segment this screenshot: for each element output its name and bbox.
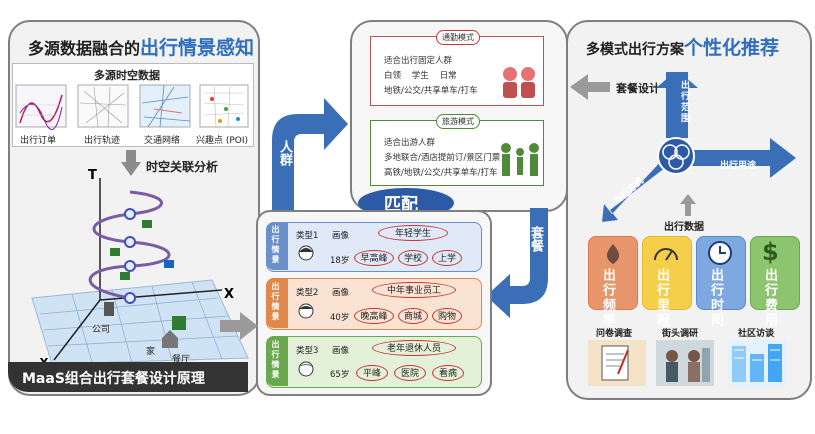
profile-row-3-portrait: 画像 [332,346,350,356]
profile-row-1-portrait: 画像 [332,231,350,241]
source-thumbnails [15,84,249,130]
orders-thumbnail [15,84,67,130]
profile-row-3-group: 老年退休人员 [372,340,456,356]
tile-cost-text: 出行费用 [762,268,777,328]
profile-row-1-age: 18岁 [330,256,350,266]
right-panel-title: 多模式出行方案个性化推荐 [586,33,779,60]
profile-row-3-type: 类型3 [296,346,319,356]
axis-t-label: T [88,168,97,183]
gauge-icon [654,248,678,261]
left-title-highlight: 出行情景感知 [140,37,255,59]
profile-row-1-side-label: 出行情景 [271,225,280,265]
place-company: 公司 [92,325,111,335]
data-up-arrow-icon [680,194,696,216]
caption-bar [8,362,248,392]
analysis-label: 时空关联分析 [146,160,219,174]
left-panel-title: 多源数据融合的出行情景感知 [28,33,254,60]
spacetime-graphic [31,178,249,365]
crowd-arrow-label: 人群 [277,140,292,166]
tile-cost [750,236,800,310]
right-title-highlight: 个性化推荐 [684,37,780,59]
package-arrow-label: 套餐 [528,226,543,252]
method-survey-label: 问卷调查 [596,329,633,339]
commute-header: 通勤模式 [436,30,480,45]
caption-text: MaaS组合出行套餐设计原理 [22,371,205,387]
travel-line-3: 高铁/地铁/公交/共享单车/打车 [384,168,498,178]
dollar-icon: $ [762,238,779,266]
place-home: 家 [146,347,156,357]
tile-mileage-text: 出行里程 [654,268,669,328]
data-label: 出行数据 [664,222,704,233]
travel-line-2: 多地联合/酒店提前订/景区门票 [384,153,501,163]
profile-row-1-side [266,222,288,270]
profile-row-2-tag-1: 晚高峰 [354,308,394,324]
tourists-icon [501,143,539,176]
profile-row-1-tag-2: 学校 [398,250,428,266]
source-label-network: 交通网络 [144,136,181,146]
arm-label-purpose: 出行用途 [720,161,757,171]
sources-title: 多源时空数据 [94,69,160,82]
fire-icon [606,244,620,264]
commute-line-2: 白领 学生 日常 [384,71,457,81]
to-profiles-arrow-icon [220,312,258,340]
travel-header: 旅游模式 [436,114,480,129]
trajectory-thumbnail [77,84,129,128]
profile-row-2-group: 中年事业员工 [372,282,456,298]
profile-row-1-tag-3: 上学 [432,250,462,266]
avatar-middle-icon [298,303,314,319]
profile-row-3-side [266,336,288,386]
profile-row-3-tag-3: 看病 [432,365,464,381]
right-title-prefix: 多模式出行方案 [586,42,684,58]
survey-photo [588,340,646,386]
tile-time-text: 出行时间 [708,268,723,328]
arm-label-range: 出行范围 [679,80,689,124]
avatar-young-icon [298,245,314,261]
tile-frequency-text: 出行频率 [600,268,615,328]
package-arrow-icon [486,208,548,318]
network-thumbnail [139,84,191,128]
method-street-label: 街头调研 [662,329,699,339]
profile-row-3-tag-1: 平峰 [356,365,388,381]
avatar-elder-icon [298,361,314,377]
crowd-arrow-icon [272,98,348,210]
source-label-trajectory: 出行轨迹 [84,136,121,146]
profile-row-2-tag-2: 商城 [398,308,428,324]
tile-mileage [642,236,692,310]
profile-row-3-side-label: 出行情景 [271,340,280,380]
method-community-label: 社区访谈 [738,329,775,339]
down-arrow-icon [121,150,141,176]
profile-row-2-tag-3: 购物 [432,308,462,324]
community-photo [728,340,786,386]
poi-thumbnail [199,84,249,128]
profile-row-2-side [266,278,288,328]
family-icon [503,67,535,98]
travel-line-1: 适合出游人群 [384,138,436,148]
profile-row-2-type: 类型2 [296,288,319,298]
axis-x-label: X [224,287,235,302]
profile-row-2-portrait: 画像 [332,288,350,298]
source-label-poi: 兴趣点 (POI) [196,136,249,146]
profile-row-3-tag-2: 医院 [394,365,426,381]
tri-arrow-hub [602,72,796,222]
place-restaurant: 餐厅 [172,355,191,365]
design-label: 套餐设计 [616,82,660,95]
commute-line-1: 适合出行固定人群 [384,56,453,66]
left-title-prefix: 多源数据融合的 [28,39,141,58]
clock-icon [708,241,732,265]
profile-row-2-age: 40岁 [330,313,350,323]
commute-line-3: 地铁/公交/共享单车/打车 [384,86,478,96]
profile-row-1-tag-1: 早高峰 [354,250,394,266]
street-photo [656,340,714,386]
profile-row-3-age: 65岁 [330,370,350,380]
profile-row-1-type: 类型1 [296,231,319,241]
profile-row-2-side-label: 出行情景 [271,282,280,322]
profile-row-1-group: 年轻学生 [378,225,448,241]
source-label-orders: 出行订单 [20,136,57,146]
design-arrow-icon [570,74,610,100]
